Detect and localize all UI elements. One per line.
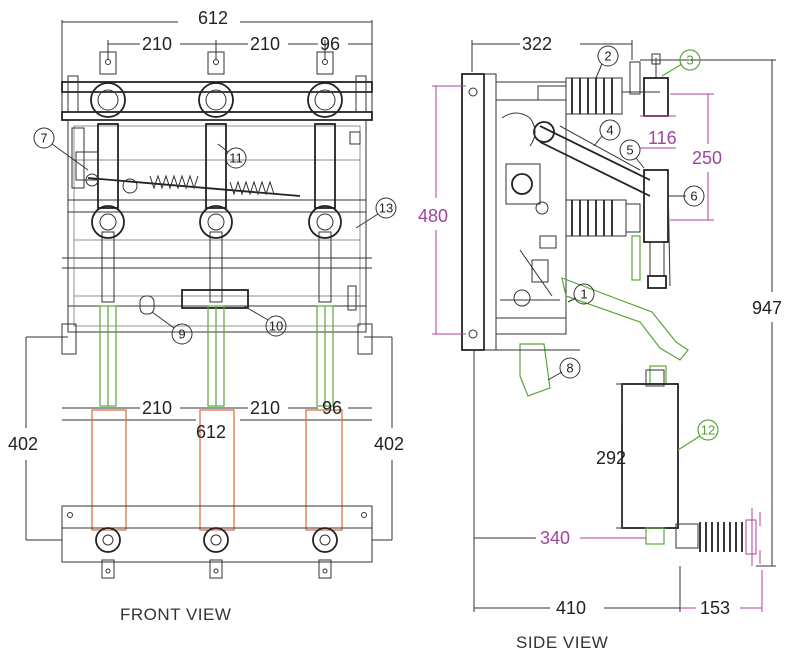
- front-view: [25, 20, 397, 579]
- dim-250: 250: [692, 148, 722, 168]
- dim-terminal-153: 153: [700, 598, 730, 618]
- dim-lower-edge-96: 96: [322, 398, 342, 418]
- dim-overall-612: 612: [198, 8, 228, 28]
- dim-lower-overall-612: 612: [196, 422, 226, 442]
- dim-height-480: 480: [418, 206, 448, 226]
- dim-116: 116: [648, 128, 677, 148]
- dim-edge-96: 96: [320, 34, 340, 54]
- callout-11: 11: [229, 151, 243, 166]
- dim-depth-340: 340: [540, 528, 570, 548]
- dim-pitch-210-b: 210: [250, 34, 280, 54]
- dim-fuse-292: 292: [596, 448, 626, 468]
- front-view-caption: FRONT VIEW: [120, 605, 231, 624]
- callout-8: 8: [566, 361, 573, 376]
- callout-5: 5: [626, 143, 633, 158]
- dim-overall-height-947: 947: [752, 298, 782, 318]
- dim-lower-pitch-210-a: 210: [142, 398, 172, 418]
- side-view: [432, 40, 776, 612]
- dim-height-402-left: 402: [8, 434, 38, 454]
- side-view-caption: SIDE VIEW: [516, 633, 608, 652]
- callout-6: 6: [690, 189, 697, 204]
- dim-depth-410: 410: [556, 598, 586, 618]
- callout-7: 7: [40, 131, 47, 146]
- callout-13: 13: [379, 201, 393, 216]
- callout-12: 12: [701, 423, 715, 438]
- dim-lower-pitch-210-b: 210: [250, 398, 280, 418]
- callout-3: 3: [686, 53, 693, 68]
- callout-1: 1: [580, 287, 587, 302]
- dim-height-402-right: 402: [374, 434, 404, 454]
- dim-top-width-322: 322: [522, 34, 552, 54]
- callout-10: 10: [269, 319, 283, 334]
- callout-4: 4: [606, 123, 613, 138]
- dim-pitch-210-a: 210: [142, 34, 172, 54]
- callout-9: 9: [178, 327, 185, 342]
- callout-2: 2: [604, 49, 611, 64]
